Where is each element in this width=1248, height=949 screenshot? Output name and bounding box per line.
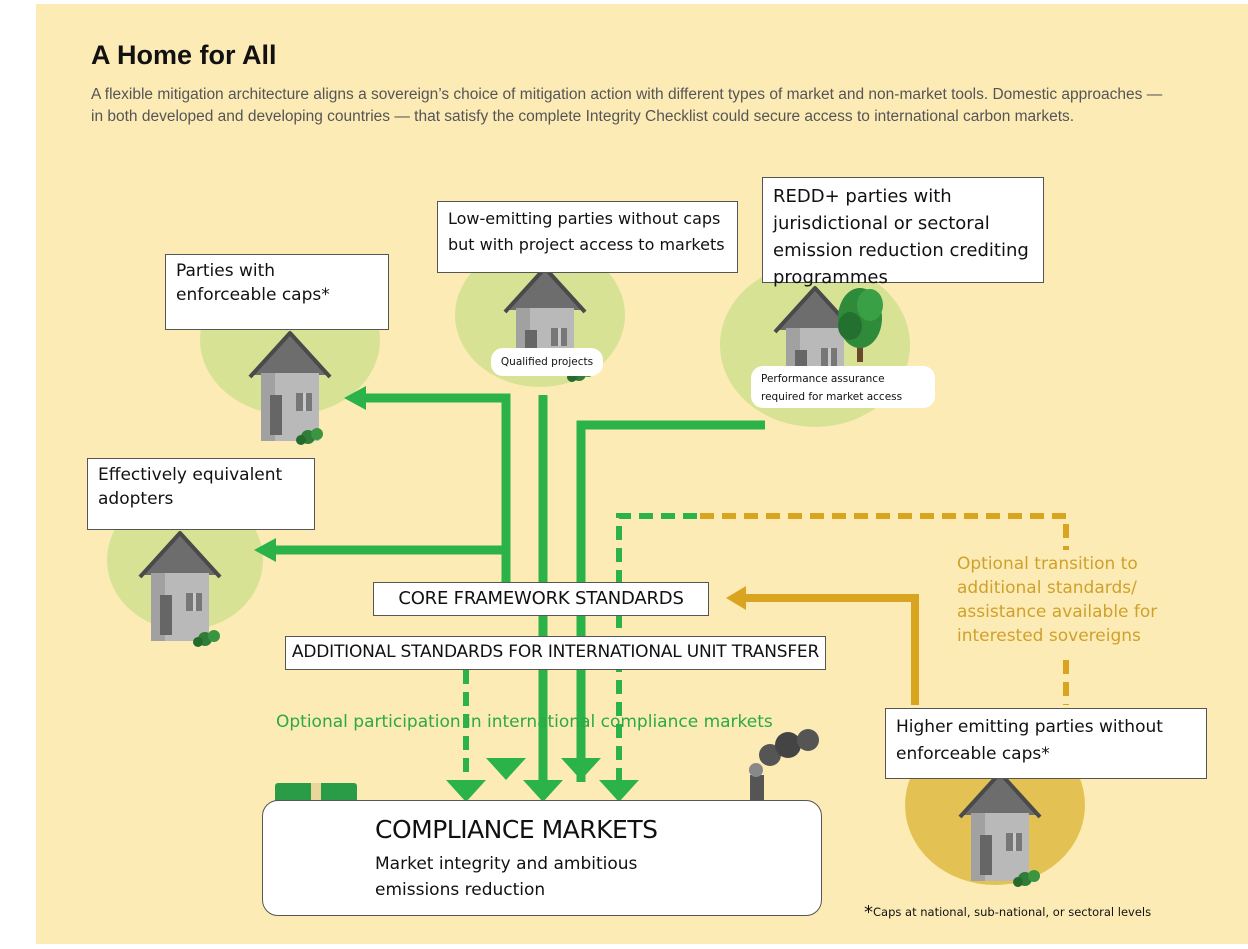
qualified-projects-note: Qualified projects (491, 348, 603, 376)
redd-label: REDD+ parties with jurisdictional or sec… (762, 177, 1044, 288)
equivalent-label: Effectively equivalent adopters (87, 458, 315, 530)
gold-solid-arrow (742, 594, 919, 705)
compliance-markets-title: COMPLIANCE MARKETS (375, 815, 658, 844)
compliance-markets-box: COMPLIANCE MARKETS Market integrity and … (262, 800, 822, 916)
dashed-green-arrows (463, 513, 700, 782)
footnote-star: * (864, 902, 873, 923)
gold-arrowhead (726, 586, 746, 610)
optional-transition-label: Optional transition to additional standa… (957, 554, 1158, 646)
solid-green-arrowheads (254, 386, 601, 802)
core-framework-standards: CORE FRAMEWORK STANDARDS (373, 582, 709, 616)
performance-assurance-note: Performance assurance required for marke… (751, 366, 935, 408)
diagram-canvas: A Home for All A flexible mitigation arc… (36, 4, 1248, 944)
higher-emitting-label: Higher emitting parties without enforcea… (885, 708, 1207, 779)
optional-participation-label: Optional participation in international … (276, 712, 773, 732)
tree-icon (838, 288, 883, 362)
intro-text: A flexible mitigation architecture align… (91, 86, 1163, 125)
compliance-markets-subtitle: Market integrity and ambitious emissions… (375, 854, 638, 900)
enforceable-caps-label: Parties with enforceable caps* (165, 254, 389, 330)
dashed-green-arrowheads (446, 780, 639, 802)
footnote-text: Caps at national, sub-national, or secto… (873, 905, 1152, 919)
footnote: *Caps at national, sub-national, or sect… (864, 901, 1151, 923)
additional-standards: ADDITIONAL STANDARDS FOR INTERNATIONAL U… (285, 636, 826, 670)
page-title: A Home for All (91, 40, 277, 70)
low-emitting-label: Low-emitting parties without caps but wi… (437, 201, 738, 273)
gold-dashed-line (700, 513, 1069, 705)
